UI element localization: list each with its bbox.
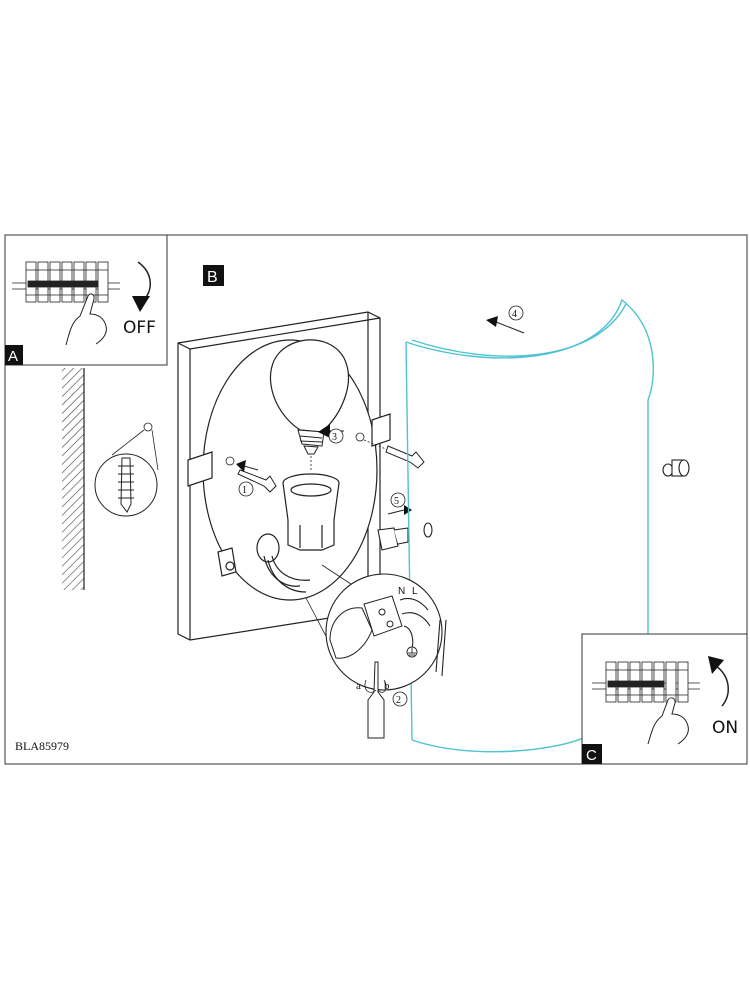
- breaker-strip-icon: [592, 661, 700, 703]
- breaker-strip-icon: [12, 261, 120, 303]
- earth-symbol-icon: [406, 646, 418, 658]
- hand-icon: [65, 293, 107, 346]
- arrowhead-icon: [708, 656, 724, 674]
- step-3-label: 3: [332, 432, 337, 443]
- panel-c-label: C: [586, 747, 597, 764]
- arrowhead-icon: [318, 424, 330, 438]
- hand-icon: [329, 607, 373, 659]
- step-marker: [238, 481, 254, 497]
- earth-terminal: [217, 547, 237, 577]
- step-5-marker: 5: [387, 492, 412, 515]
- step-2-label: 2: [396, 695, 401, 706]
- live-label: L: [412, 586, 418, 597]
- rotation-arrow-icon: [715, 665, 729, 707]
- panel-a-tag: [5, 345, 23, 365]
- neutral-label: N: [398, 586, 405, 597]
- arrowhead-icon: [132, 296, 150, 312]
- wall-plug-detail: [94, 422, 159, 517]
- mounting-bracket: [187, 451, 213, 487]
- bulb-icon: [269, 339, 349, 433]
- finial-knob-right: [662, 459, 690, 477]
- panel-b-tag: [203, 265, 224, 286]
- step-5-label: 5: [394, 496, 399, 507]
- wall-plug-icon: [118, 457, 134, 513]
- lamp-socket: [282, 473, 340, 551]
- wall: [62, 368, 85, 590]
- bulb: 3: [269, 339, 349, 470]
- wire-b-label: b: [384, 680, 390, 692]
- screw-icon: [237, 469, 277, 493]
- mounting-bracket: [371, 413, 391, 447]
- panel-a-label: A: [8, 348, 18, 365]
- step-marker: [508, 305, 524, 321]
- step-4-label: 4: [512, 309, 517, 320]
- hand-icon: [647, 697, 689, 745]
- screwdriver-icon: [367, 661, 385, 739]
- wiring-detail: N L a b 2: [305, 564, 447, 739]
- screw-2: [355, 432, 425, 469]
- screw-1: 1: [225, 456, 277, 497]
- arrowhead-icon: [486, 316, 498, 327]
- step-marker: [328, 428, 344, 444]
- arrowhead-icon: [236, 460, 246, 472]
- on-label: ON: [712, 718, 738, 738]
- wire-a-label: a: [356, 680, 361, 692]
- step-1-label: 1: [242, 485, 247, 496]
- off-label: OFF: [123, 318, 156, 338]
- screw-icon: [385, 445, 425, 469]
- supply-cable: [256, 533, 311, 593]
- step-marker: [392, 691, 408, 707]
- panel-b-label: B: [207, 269, 218, 286]
- panel-c-tag: [582, 744, 602, 764]
- finial-knob-left: [377, 522, 433, 551]
- model-code: BLA85979: [15, 739, 69, 753]
- panel-a: OFF A: [4, 234, 168, 366]
- step-marker: [390, 492, 406, 508]
- panel-c: ON C: [581, 633, 748, 765]
- diagram-frame: [4, 234, 748, 765]
- step-4-marker: 4: [486, 305, 525, 334]
